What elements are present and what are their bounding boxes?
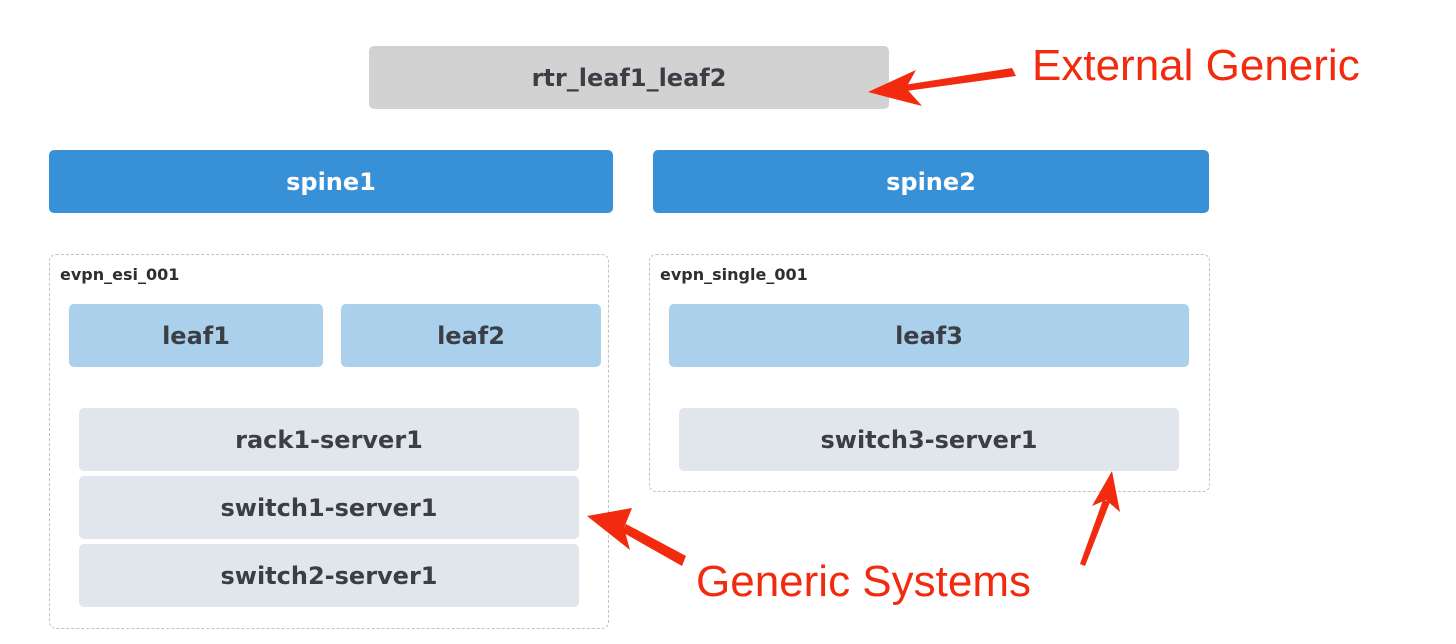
annotation-generic-systems: Generic Systems xyxy=(696,557,1031,606)
external-generic-label: rtr_leaf1_leaf2 xyxy=(531,63,727,92)
group-label-evpn-single-001: evpn_single_001 xyxy=(660,265,808,284)
arrow-external-generic-shaft xyxy=(904,68,1016,91)
annotation-external-generic: External Generic xyxy=(1032,41,1360,90)
spine1-label: spine1 xyxy=(286,167,376,196)
arrow-external-generic-head xyxy=(868,70,922,106)
spine1-node[interactable]: spine1 xyxy=(49,150,613,213)
spine2-node[interactable]: spine2 xyxy=(653,150,1209,213)
leaf2-node[interactable]: leaf2 xyxy=(341,304,601,367)
arrow-generic-systems-left xyxy=(587,508,686,566)
switch2-server1-label: switch2-server1 xyxy=(220,561,438,590)
redundancy-group-evpn-esi-001 xyxy=(49,254,609,629)
switch1-server1-node[interactable]: switch1-server1 xyxy=(79,476,579,539)
rack1-server1-node[interactable]: rack1-server1 xyxy=(79,408,579,471)
arrow-generic-systems-left-shaft xyxy=(622,524,686,566)
switch3-server1-node[interactable]: switch3-server1 xyxy=(679,408,1179,471)
redundancy-group-evpn-single-001 xyxy=(649,254,1210,492)
rack1-server1-label: rack1-server1 xyxy=(235,425,423,454)
arrow-generic-systems-right xyxy=(1080,471,1120,566)
arrow-generic-systems-right-head xyxy=(1092,471,1120,512)
external-generic-node[interactable]: rtr_leaf1_leaf2 xyxy=(369,46,889,109)
group-label-evpn-esi-001: evpn_esi_001 xyxy=(60,265,180,284)
leaf1-node[interactable]: leaf1 xyxy=(69,304,323,367)
leaf3-node[interactable]: leaf3 xyxy=(669,304,1189,367)
arrow-generic-systems-left-head xyxy=(587,508,632,550)
switch1-server1-label: switch1-server1 xyxy=(220,493,438,522)
switch3-server1-label: switch3-server1 xyxy=(820,425,1038,454)
arrow-external-generic xyxy=(868,68,1016,106)
switch2-server1-node[interactable]: switch2-server1 xyxy=(79,544,579,607)
leaf1-label: leaf1 xyxy=(162,321,230,350)
leaf2-label: leaf2 xyxy=(437,321,505,350)
leaf3-label: leaf3 xyxy=(895,321,963,350)
arrow-generic-systems-right-shaft xyxy=(1080,500,1110,566)
spine2-label: spine2 xyxy=(886,167,976,196)
